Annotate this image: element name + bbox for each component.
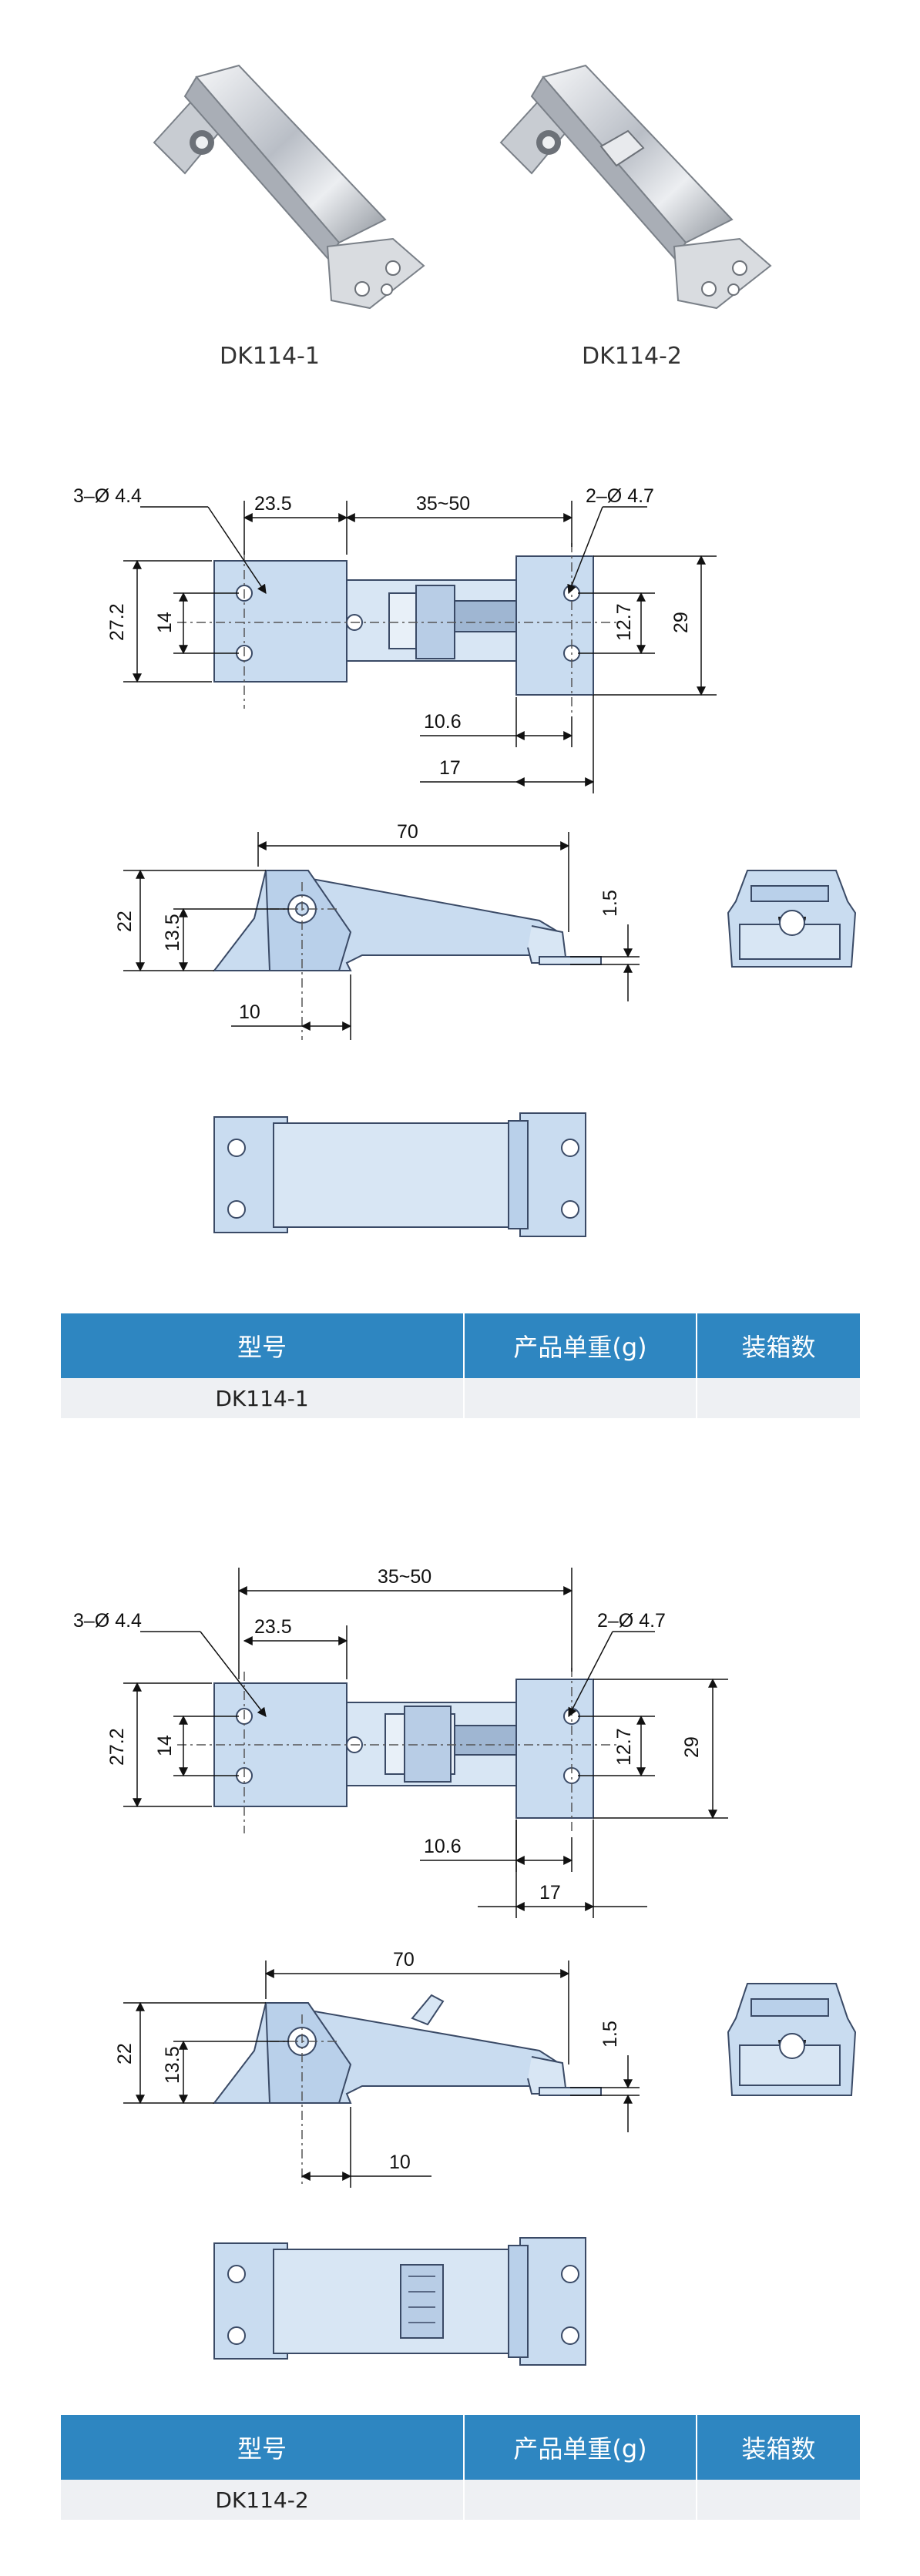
- dim-12-7: 12.7: [613, 1728, 635, 1766]
- dim-14: 14: [154, 1735, 176, 1756]
- header-model: 型号: [61, 2415, 465, 2480]
- dim-23-5: 23.5: [254, 1616, 292, 1638]
- spec-table-dk114-2: 型号 产品单重(g) 装箱数 DK114-2: [61, 2415, 860, 2520]
- header-weight: 产品单重(g): [464, 2415, 697, 2480]
- dim-70: 70: [393, 1949, 415, 1971]
- cell-weight: [464, 2480, 697, 2520]
- technical-drawing-dk114-1: 3–Ø 4.4 23.5 35~50 2–Ø 4.7 27.2 14 12.7 …: [73, 485, 857, 1237]
- caption-dk114-2: DK114-2: [582, 343, 682, 370]
- cell-weight: [464, 1378, 697, 1418]
- dim-27-2: 27.2: [106, 603, 128, 641]
- dim-holes-right: 2–Ø 4.7: [597, 1610, 666, 1632]
- dim-22: 22: [114, 2043, 136, 2064]
- dim-35-50: 35~50: [378, 1566, 431, 1588]
- technical-drawing-dk114-2: 35~50 3–Ø 4.4 23.5 2–Ø 4.7 27.2 14 12.7 …: [73, 1566, 857, 2366]
- dim-29: 29: [670, 612, 692, 633]
- cell-model: DK114-2: [61, 2480, 465, 2520]
- dim-17: 17: [439, 757, 461, 779]
- dim-13-5: 13.5: [162, 2046, 183, 2084]
- header-model: 型号: [61, 1313, 465, 1378]
- dim-70: 70: [397, 821, 418, 843]
- dim-1-5: 1.5: [599, 2021, 621, 2048]
- dim-35-50: 35~50: [416, 493, 470, 515]
- product-photo-dk114-2: [499, 64, 772, 310]
- header-pack-qty: 装箱数: [697, 2415, 860, 2480]
- product-photo-dk114-1: [153, 64, 425, 310]
- dim-holes-right: 2–Ø 4.7: [586, 485, 654, 507]
- dim-10: 10: [239, 1001, 260, 1023]
- dim-12-7: 12.7: [613, 603, 635, 641]
- dim-holes-left: 3–Ø 4.4: [73, 1610, 142, 1632]
- header-pack-qty: 装箱数: [697, 1313, 860, 1378]
- cell-pack-qty: [697, 1378, 860, 1418]
- dim-17: 17: [539, 1882, 561, 1903]
- cell-pack-qty: [697, 2480, 860, 2520]
- dim-27-2: 27.2: [106, 1728, 128, 1766]
- dim-10-6: 10.6: [424, 1836, 462, 1857]
- dim-1-5: 1.5: [599, 890, 621, 917]
- dim-23-5: 23.5: [254, 493, 292, 515]
- dim-13-5: 13.5: [162, 914, 183, 951]
- caption-dk114-1: DK114-1: [220, 343, 320, 370]
- dim-10-6: 10.6: [424, 711, 462, 733]
- dim-14: 14: [154, 612, 176, 633]
- dim-10: 10: [389, 2152, 411, 2173]
- cell-model: DK114-1: [61, 1378, 465, 1418]
- dim-holes-left: 3–Ø 4.4: [73, 485, 142, 507]
- header-weight: 产品单重(g): [464, 1313, 697, 1378]
- spec-table-dk114-1: 型号 产品单重(g) 装箱数 DK114-1: [61, 1313, 860, 1418]
- dim-22: 22: [114, 911, 136, 932]
- dim-29: 29: [681, 1736, 703, 1758]
